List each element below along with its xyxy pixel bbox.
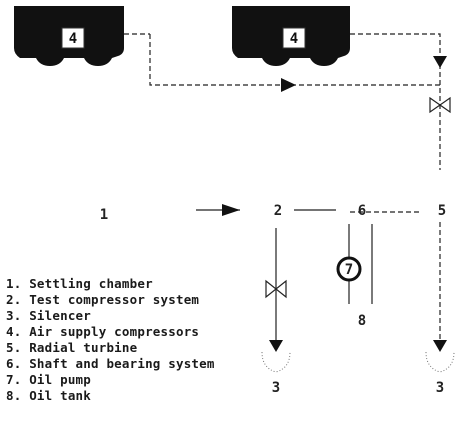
legend-number: 7.	[6, 372, 22, 387]
compressor-1-number: 4	[69, 31, 77, 47]
silencer-right-arrow-icon	[433, 340, 447, 352]
component-legend: 1. Settling chamber 2. Test compressor s…	[6, 276, 215, 404]
silencer-right-outline	[425, 351, 455, 373]
legend-text: Silencer	[29, 308, 91, 323]
legend-text: Settling chamber	[29, 276, 153, 291]
compressor-1-feed-line	[149, 34, 440, 86]
flow-arrow-down-icon	[433, 56, 447, 68]
legend-item: 5. Radial turbine	[6, 340, 215, 356]
flow-arrow-right-icon	[281, 78, 296, 92]
legend-item: 8. Oil tank	[6, 388, 215, 404]
legend-item: 2. Test compressor system	[6, 292, 215, 308]
legend-number: 3.	[6, 308, 22, 323]
legend-number: 2.	[6, 292, 22, 307]
legend-number: 5.	[6, 340, 22, 355]
legend-item: 4. Air supply compressors	[6, 324, 215, 340]
legend-text: Radial turbine	[29, 340, 138, 355]
node-label-oil-tank: 8	[358, 313, 366, 329]
legend-number: 1.	[6, 276, 22, 291]
legend-item: 1. Settling chamber	[6, 276, 215, 292]
oil-pump-icon	[336, 256, 362, 282]
legend-number: 8.	[6, 388, 22, 403]
legend-item: 6. Shaft and bearing system	[6, 356, 215, 372]
compressor-2-outlet-line	[350, 33, 441, 170]
legend-text: Shaft and bearing system	[29, 356, 215, 371]
legend-number: 6.	[6, 356, 22, 371]
supply-valve-icon	[429, 96, 451, 114]
legend-text: Test compressor system	[29, 292, 200, 307]
air-supply-compressor-1: 4	[14, 6, 124, 66]
node-label-silencer-left: 3	[272, 380, 280, 396]
legend-text: Air supply compressors	[29, 324, 200, 339]
silencer-left-arrow-icon	[269, 340, 283, 352]
compressor-throttle-valve-icon	[265, 279, 287, 299]
node-label-settling-chamber: 1	[100, 207, 108, 223]
node-label-shaft-bearing: 6	[358, 203, 366, 219]
air-supply-compressor-2: 4	[232, 6, 350, 66]
silencer-left-outline	[261, 351, 291, 373]
node-label-test-compressor: 2	[274, 203, 282, 219]
legend-text: Oil tank	[29, 388, 91, 403]
supply-air-lines	[124, 33, 441, 345]
compressor-2-number: 4	[290, 31, 298, 47]
inlet-arrow-icon	[222, 204, 240, 216]
node-label-silencer-right: 3	[436, 380, 444, 396]
main-flow-lines	[196, 209, 373, 345]
legend-text: Oil pump	[29, 372, 91, 387]
node-label-radial-turbine: 5	[438, 203, 446, 219]
node-label-oil-pump: 7	[345, 262, 353, 278]
legend-number: 4.	[6, 324, 22, 339]
legend-item: 3. Silencer	[6, 308, 215, 324]
compressor-1-label-box	[61, 27, 85, 49]
compressor-2-label-box	[282, 27, 306, 49]
legend-item: 7. Oil pump	[6, 372, 215, 388]
